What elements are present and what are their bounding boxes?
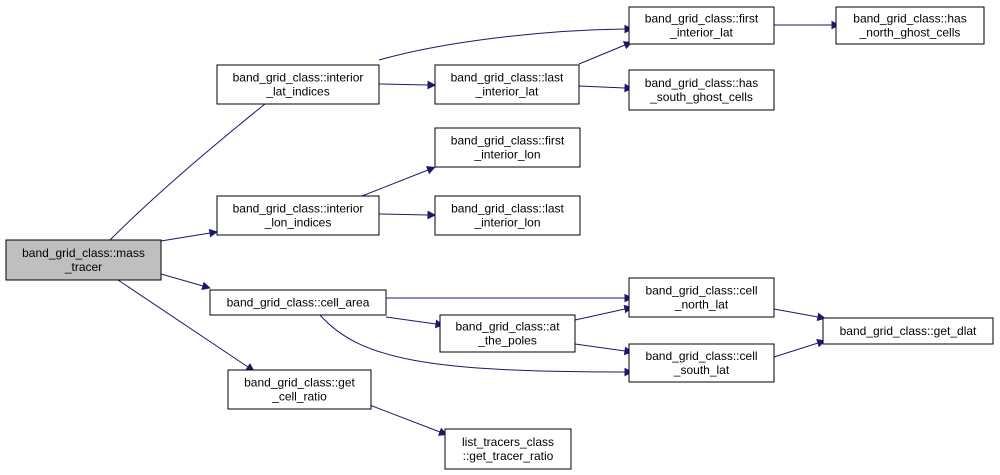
call-edge bbox=[386, 293, 634, 303]
node-label: _interior_lon bbox=[473, 216, 540, 230]
node-label: _north_lat bbox=[674, 298, 729, 312]
node-label: band_grid_class::last bbox=[451, 71, 564, 85]
node-box bbox=[434, 195, 581, 236]
node-box bbox=[835, 6, 985, 45]
call-edge bbox=[378, 80, 437, 90]
node-box bbox=[209, 289, 387, 316]
node-label: band_grid_class::interior bbox=[233, 71, 364, 85]
node-label: _lon_indices bbox=[264, 216, 332, 230]
node-last-interior-lon[interactable]: band_grid_class::last_interior_lon bbox=[434, 195, 581, 236]
node-box bbox=[434, 64, 580, 105]
node-label: band_grid_class::last bbox=[451, 202, 564, 216]
node-interior-lon-indices[interactable]: band_grid_class::interior_lon_indices bbox=[216, 195, 380, 236]
call-edge bbox=[773, 308, 826, 322]
call-edge bbox=[378, 210, 437, 220]
node-label: band_grid_class::get bbox=[244, 376, 355, 390]
node-label: _interior_lon bbox=[473, 148, 540, 162]
node-has-north-ghost[interactable]: band_grid_class::has_north_ghost_cells bbox=[835, 6, 985, 45]
node-box bbox=[628, 277, 775, 318]
node-box bbox=[439, 314, 576, 353]
call-edge bbox=[774, 20, 841, 30]
node-label: _interior_lat bbox=[475, 85, 539, 99]
node-label: _interior_lat bbox=[669, 26, 733, 40]
node-label: band_grid_class::has bbox=[853, 12, 966, 26]
call-edge bbox=[385, 316, 445, 329]
node-label: band_grid_class::cell bbox=[645, 284, 757, 298]
node-get-tracer-ratio[interactable]: list_tracers_class::get_tracer_ratio bbox=[444, 428, 572, 470]
node-box bbox=[216, 64, 380, 105]
node-box bbox=[216, 195, 380, 236]
call-edge bbox=[578, 83, 634, 93]
node-label: list_tracers_class bbox=[462, 435, 554, 449]
call-edge bbox=[378, 24, 634, 61]
node-label: _south_lat bbox=[673, 363, 730, 377]
node-cell-north-lat[interactable]: band_grid_class::cell_north_lat bbox=[628, 277, 775, 318]
node-has-south-ghost[interactable]: band_grid_class::has_south_ghost_cells bbox=[628, 69, 775, 111]
call-edge bbox=[578, 41, 633, 65]
call-edge bbox=[361, 166, 436, 197]
node-label: ::get_tracer_ratio bbox=[463, 449, 554, 463]
node-box bbox=[434, 127, 581, 168]
node-first-interior-lon[interactable]: band_grid_class::first_interior_lon bbox=[434, 127, 581, 168]
node-get-dlat[interactable]: band_grid_class::get_dlat bbox=[822, 317, 994, 345]
node-box bbox=[5, 239, 162, 281]
node-box bbox=[628, 343, 775, 383]
node-box bbox=[822, 317, 994, 345]
node-get-cell-ratio[interactable]: band_grid_class::get_cell_ratio bbox=[227, 369, 372, 410]
node-label: _tracer bbox=[64, 260, 102, 274]
node-label: band_grid_class::get_dlat bbox=[840, 324, 977, 338]
node-label: band_grid_class::interior bbox=[233, 202, 364, 216]
call-edge bbox=[773, 339, 826, 358]
node-label: _lat_indices bbox=[265, 85, 329, 99]
node-label: _the_poles bbox=[477, 334, 537, 348]
node-at-the-poles[interactable]: band_grid_class::at_the_poles bbox=[439, 314, 576, 353]
call-edge bbox=[574, 304, 633, 321]
node-interior-lat-indices[interactable]: band_grid_class::interior_lat_indices bbox=[216, 64, 380, 105]
node-label: band_grid_class::cell bbox=[645, 349, 757, 363]
node-label: _south_ghost_cells bbox=[649, 90, 753, 104]
node-box bbox=[628, 6, 775, 45]
node-label: _north_ghost_cells bbox=[859, 26, 961, 40]
node-cell-south-lat[interactable]: band_grid_class::cell_south_lat bbox=[628, 343, 775, 383]
node-box bbox=[444, 428, 572, 470]
call-edge bbox=[160, 228, 219, 242]
call-edge bbox=[574, 343, 634, 356]
node-label: band_grid_class::at bbox=[455, 320, 560, 334]
node-label: band_grid_class::mass bbox=[22, 246, 145, 260]
call-graph-nodes: band_grid_class::mass_tracerband_grid_cl… bbox=[5, 6, 994, 470]
node-label: _cell_ratio bbox=[271, 390, 327, 404]
node-mass-tracer[interactable]: band_grid_class::mass_tracer bbox=[5, 239, 162, 281]
node-label: band_grid_class::has bbox=[645, 76, 758, 90]
call-edge bbox=[366, 403, 448, 436]
node-first-interior-lat[interactable]: band_grid_class::first_interior_lat bbox=[628, 6, 775, 45]
node-last-interior-lat[interactable]: band_grid_class::last_interior_lat bbox=[434, 64, 580, 105]
node-label: band_grid_class::first bbox=[451, 134, 565, 148]
node-label: band_grid_class::first bbox=[645, 12, 759, 26]
node-box bbox=[628, 69, 775, 111]
node-box bbox=[227, 369, 372, 410]
call-edge bbox=[160, 273, 211, 291]
node-label: band_grid_class::cell_area bbox=[227, 296, 370, 310]
node-cell-area[interactable]: band_grid_class::cell_area bbox=[209, 289, 387, 316]
